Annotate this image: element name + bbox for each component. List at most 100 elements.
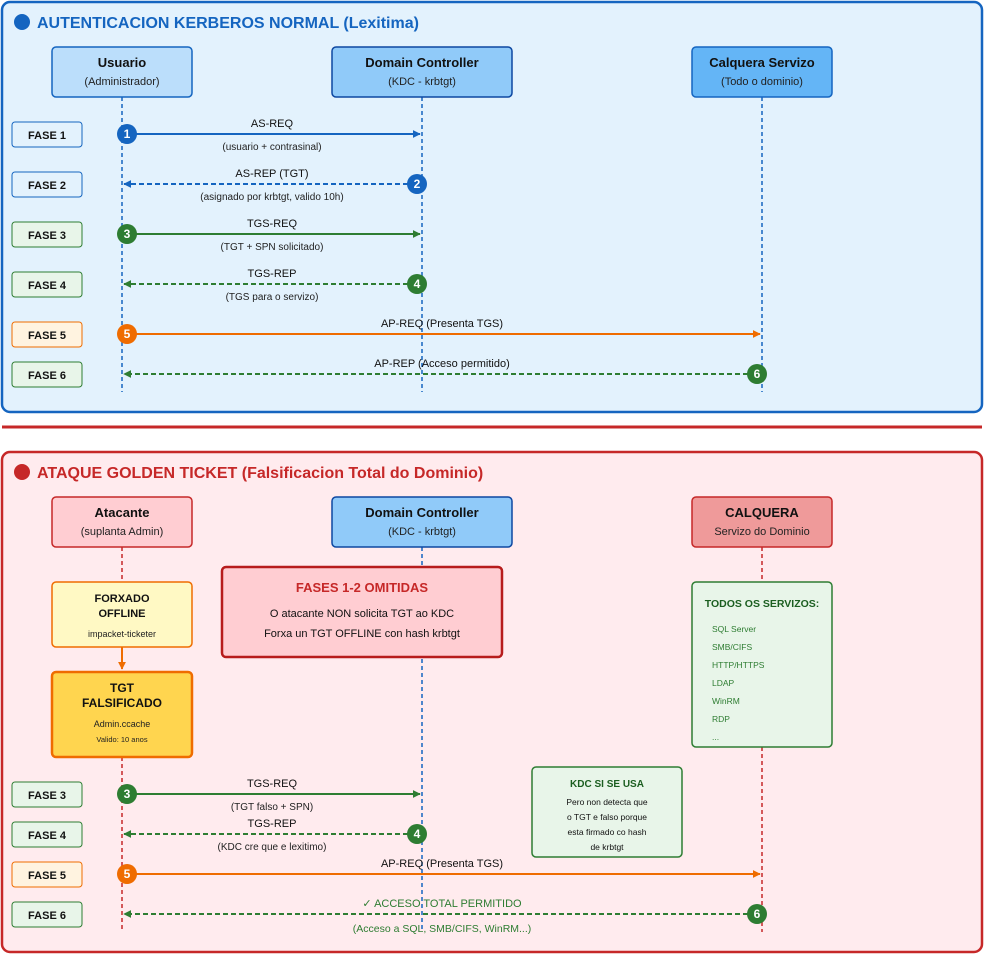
phase-label: FASE 3: [11, 221, 83, 248]
step-badge: [747, 904, 767, 924]
service-item: ...: [712, 732, 719, 742]
step-badge-number: 2: [414, 177, 421, 191]
message-sublabel: (TGT + SPN solicitado): [221, 242, 324, 253]
attack-title-dot-icon: [14, 464, 30, 480]
omitted-title: FASES 1-2 OMITIDAS: [296, 580, 429, 595]
message-sublabel: (Acceso a SQL, SMB/CIFS, WinRM...): [353, 923, 532, 935]
normal-title-dot-icon: [14, 14, 30, 30]
attack-message-tgs-req: 3 TGS-REQ (TGT falso + SPN): [117, 778, 421, 813]
message-label: AP-REQ (Presenta TGS): [381, 858, 503, 870]
kdc-note-line: Pero non detecta que: [566, 797, 648, 807]
step-badge-number: 4: [414, 827, 421, 841]
message-label: AP-REQ (Presenta TGS): [381, 318, 503, 330]
forge-offline-box: FORXADO OFFLINE impacket-ticketer: [51, 581, 193, 648]
step-badge: [407, 824, 427, 844]
phase-label: FASE 4: [11, 271, 83, 298]
normal-auth-panel: AUTENTICACION KERBEROS NORMAL (Lexitima)…: [0, 0, 984, 414]
message-sublabel: (asignado por krbtgt, valido 10h): [200, 192, 343, 203]
service-item: RDP: [712, 714, 730, 724]
actor-service-name: Calquera Servizo: [709, 55, 815, 70]
phase-label-text: FASE 4: [28, 280, 67, 292]
message-ap-rep: 6 AP-REP (Acceso permitido): [123, 358, 767, 384]
service-item: LDAP: [712, 678, 735, 688]
step-badge-number: 5: [124, 867, 131, 881]
message-label: AS-REQ: [251, 118, 294, 130]
phase-label-text: FASE 5: [28, 870, 66, 882]
step-badge-number: 6: [754, 367, 761, 381]
phase-label: FASE 4: [11, 821, 83, 848]
actor-any-service-sub: Servizo do Dominio: [714, 526, 809, 538]
step-badge-number: 6: [754, 907, 761, 921]
message-tgs-rep: 4 TGS-REP (TGS para o servizo): [123, 268, 427, 303]
phase-label-text: FASE 3: [28, 790, 66, 802]
omitted-line2: Forxa un TGT OFFLINE con hash krbtgt: [264, 628, 460, 640]
all-services-box: TODOS OS SERVIZOS: SQL Server SMB/CIFS H…: [691, 581, 833, 748]
attack-message-ap-req: 5 AP-REQ (Presenta TGS): [117, 858, 761, 884]
actor-any-service: CALQUERA Servizo do Dominio: [691, 496, 833, 548]
actor-attacker: Atacante (suplanta Admin): [51, 496, 193, 548]
phase-label: FASE 1: [11, 121, 83, 148]
message-label: ✓ ACCESO TOTAL PERMITIDO: [362, 898, 522, 910]
tgt-file: Admin.ccache: [94, 719, 151, 729]
step-badge: [117, 784, 137, 804]
actor-domain-controller: Domain Controller (KDC - krbtgt): [331, 46, 513, 98]
actor-attacker-sub: (suplanta Admin): [81, 526, 164, 538]
actor-user-name: Usuario: [98, 55, 146, 70]
step-badge: [407, 274, 427, 294]
message-sublabel: (KDC cre que e lexitimo): [218, 842, 327, 853]
phase-label-text: FASE 3: [28, 230, 66, 242]
tgt-validity: Valido: 10 anos: [96, 735, 147, 744]
actor-service-sub: (Todo o dominio): [721, 76, 803, 88]
message-as-rep: 2 AS-REP (TGT) (asignado por krbtgt, val…: [123, 168, 427, 203]
actor-attacker-name: Atacante: [95, 505, 150, 520]
actor-attack-domain-controller: Domain Controller (KDC - krbtgt): [331, 496, 513, 548]
message-tgs-req: 3 TGS-REQ (TGT + SPN solicitado): [117, 218, 421, 253]
phase-label-text: FASE 4: [28, 830, 67, 842]
message-sublabel: (TGS para o servizo): [226, 292, 319, 303]
actor-attack-dc-sub: (KDC - krbtgt): [388, 526, 456, 538]
step-badge-number: 5: [124, 327, 131, 341]
phase-label-text: FASE 6: [28, 910, 66, 922]
message-label: AS-REP (TGT): [235, 168, 308, 180]
message-as-req: 1 AS-REQ (usuario + contrasinal): [117, 118, 421, 153]
kdc-note-line: de krbtgt: [590, 842, 624, 852]
step-badge-number: 4: [414, 277, 421, 291]
step-badge-number: 1: [124, 127, 131, 141]
tgt-line2: FALSIFICADO: [82, 696, 162, 710]
phases-omitted-box: FASES 1-2 OMITIDAS O atacante NON solici…: [220, 565, 504, 659]
phase-label: FASE 2: [11, 171, 83, 198]
message-sublabel: (usuario + contrasinal): [222, 142, 321, 153]
kdc-note-box: KDC SI SE USA Pero non detecta que o TGT…: [531, 766, 683, 858]
step-badge: [747, 364, 767, 384]
message-label: TGS-REP: [248, 818, 297, 830]
tgt-line1: TGT: [110, 681, 135, 695]
golden-ticket-panel: ATAQUE GOLDEN TICKET (Falsificacion Tota…: [0, 450, 984, 954]
kdc-note-line: o TGT e falso porque: [567, 812, 647, 822]
phase-label: FASE 6: [11, 901, 83, 928]
forged-tgt-box: TGT FALSIFICADO Admin.ccache Valido: 10 …: [50, 670, 194, 759]
step-badge-number: 3: [124, 227, 131, 241]
phase-label: FASE 5: [11, 321, 83, 348]
step-badge: [117, 224, 137, 244]
phase-label: FASE 5: [11, 861, 83, 888]
message-sublabel: (TGT falso + SPN): [231, 802, 313, 813]
actor-any-service-name: CALQUERA: [725, 505, 799, 520]
forge-line2: OFFLINE: [98, 608, 145, 620]
attack-message-access-granted: 6 ✓ ACCESO TOTAL PERMITIDO (Acceso a SQL…: [123, 898, 767, 935]
step-badge: [117, 324, 137, 344]
forge-tool: impacket-ticketer: [88, 629, 156, 639]
actor-user-sub: (Administrador): [84, 76, 159, 88]
service-item: SMB/CIFS: [712, 642, 752, 652]
phase-label-text: FASE 5: [28, 330, 66, 342]
actor-dc-sub: (KDC - krbtgt): [388, 76, 456, 88]
step-badge: [117, 864, 137, 884]
kdc-note-title: KDC SI SE USA: [570, 779, 644, 790]
attack-message-tgs-rep: 4 TGS-REP (KDC cre que e lexitimo): [123, 818, 427, 853]
phase-label: FASE 6: [11, 361, 83, 388]
actor-attack-dc-name: Domain Controller: [365, 505, 478, 520]
step-badge: [407, 174, 427, 194]
service-item: SQL Server: [712, 624, 756, 634]
attack-panel-title: ATAQUE GOLDEN TICKET (Falsificacion Tota…: [37, 465, 483, 482]
phase-label-text: FASE 2: [28, 180, 66, 192]
